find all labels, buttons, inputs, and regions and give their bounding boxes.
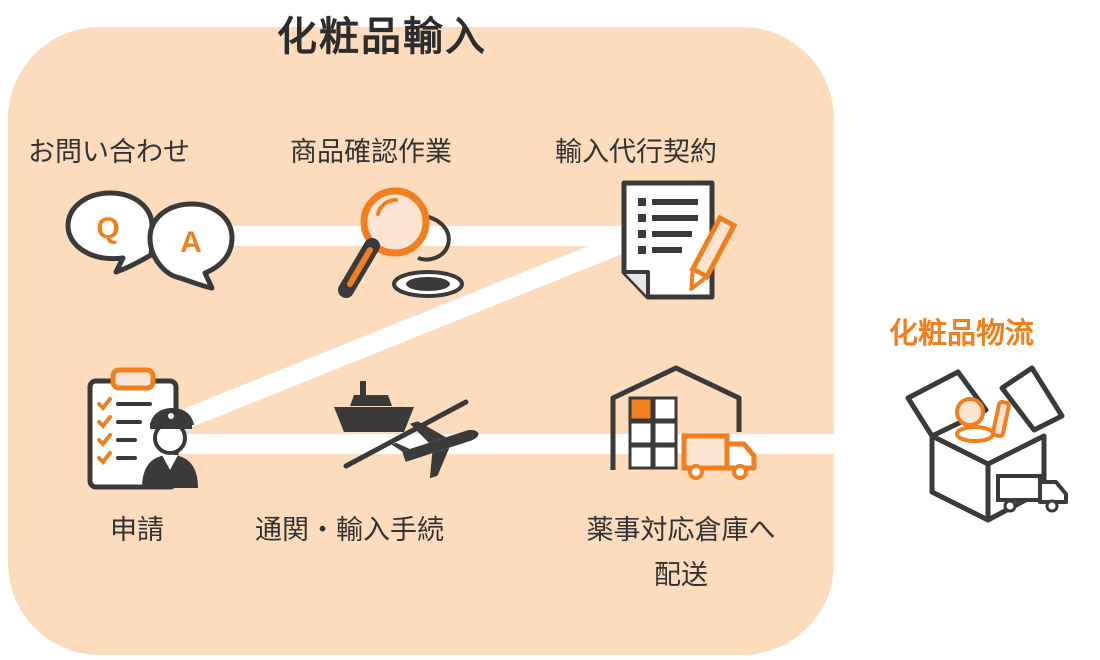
step-label-product-check: 商品確認作業 xyxy=(290,137,452,168)
step-label-customs: 通関・輸入手続 xyxy=(255,515,444,546)
step-label-contract: 輸入代行契約 xyxy=(555,137,717,168)
qa-q-letter: Q xyxy=(96,212,119,245)
step-label-warehouse-line1: 薬事対応倉庫へ xyxy=(586,515,776,546)
step-label-inquiry: お問い合わせ xyxy=(28,137,190,168)
logistics-title: 化粧品物流 xyxy=(889,316,1035,350)
main-title: 化粧品輸入 xyxy=(277,14,487,60)
import-panel xyxy=(8,27,834,655)
step-label-application: 申請 xyxy=(110,515,164,546)
step-label-warehouse: 薬事対応倉庫へ 配送 xyxy=(556,508,806,592)
qa-a-letter: A xyxy=(180,226,202,259)
step-label-warehouse-line2: 配送 xyxy=(654,560,708,591)
